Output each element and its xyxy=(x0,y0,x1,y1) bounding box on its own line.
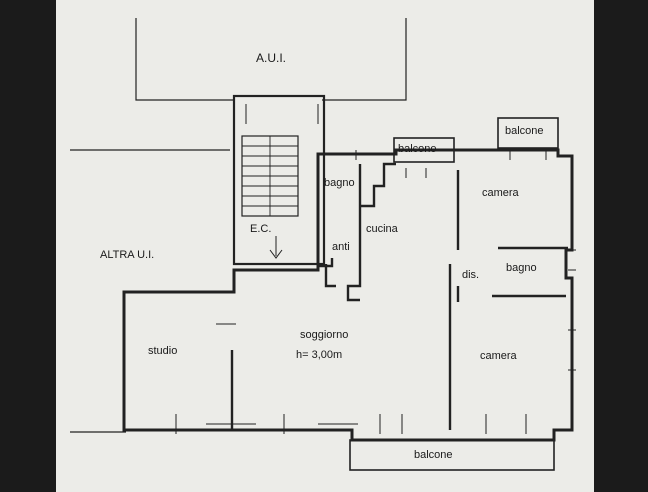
balcony-kitchen-label: balcone xyxy=(398,143,437,155)
stair-treads xyxy=(242,136,298,216)
floor-plan-drawing xyxy=(70,18,576,471)
room-bedroom-1-label: camera xyxy=(482,187,519,199)
room-hall-label: dis. xyxy=(462,269,480,281)
room-stair-label: E.C. xyxy=(250,223,272,235)
kitchen-balcony xyxy=(393,137,455,163)
openings xyxy=(175,104,576,434)
bedroom-balcony xyxy=(497,117,559,149)
room-bathroom-2-label: bagno xyxy=(506,262,537,274)
front-balcony xyxy=(349,439,555,471)
balcony-bedroom-label: balcone xyxy=(505,125,544,137)
adjacent-unit-left-label: ALTRA U.I. xyxy=(100,249,155,261)
kitchen-wall-left xyxy=(346,164,362,302)
room-living-label: soggiorno xyxy=(300,329,349,341)
aui-boundary xyxy=(135,18,234,101)
adjacent-unit-top-label: A.U.I. xyxy=(256,51,287,65)
room-study-label: studio xyxy=(148,345,178,357)
room-kitchen-label: cucina xyxy=(366,223,398,235)
room-living-height-label: h= 3,00m xyxy=(296,349,343,361)
bath-wall xyxy=(318,258,334,268)
room-closet-label: anti xyxy=(332,241,350,253)
room-bedroom-2-label: camera xyxy=(480,350,517,362)
balcony-front-label: balcone xyxy=(414,449,453,461)
floor-plan-sheet: A.U.I. ALTRA U.I. E.C. bagno cucina anti… xyxy=(56,0,594,492)
kitchen-wall-steps xyxy=(360,162,396,208)
stair-core xyxy=(232,94,326,266)
room-bathroom-1-label: bagno xyxy=(324,177,355,189)
